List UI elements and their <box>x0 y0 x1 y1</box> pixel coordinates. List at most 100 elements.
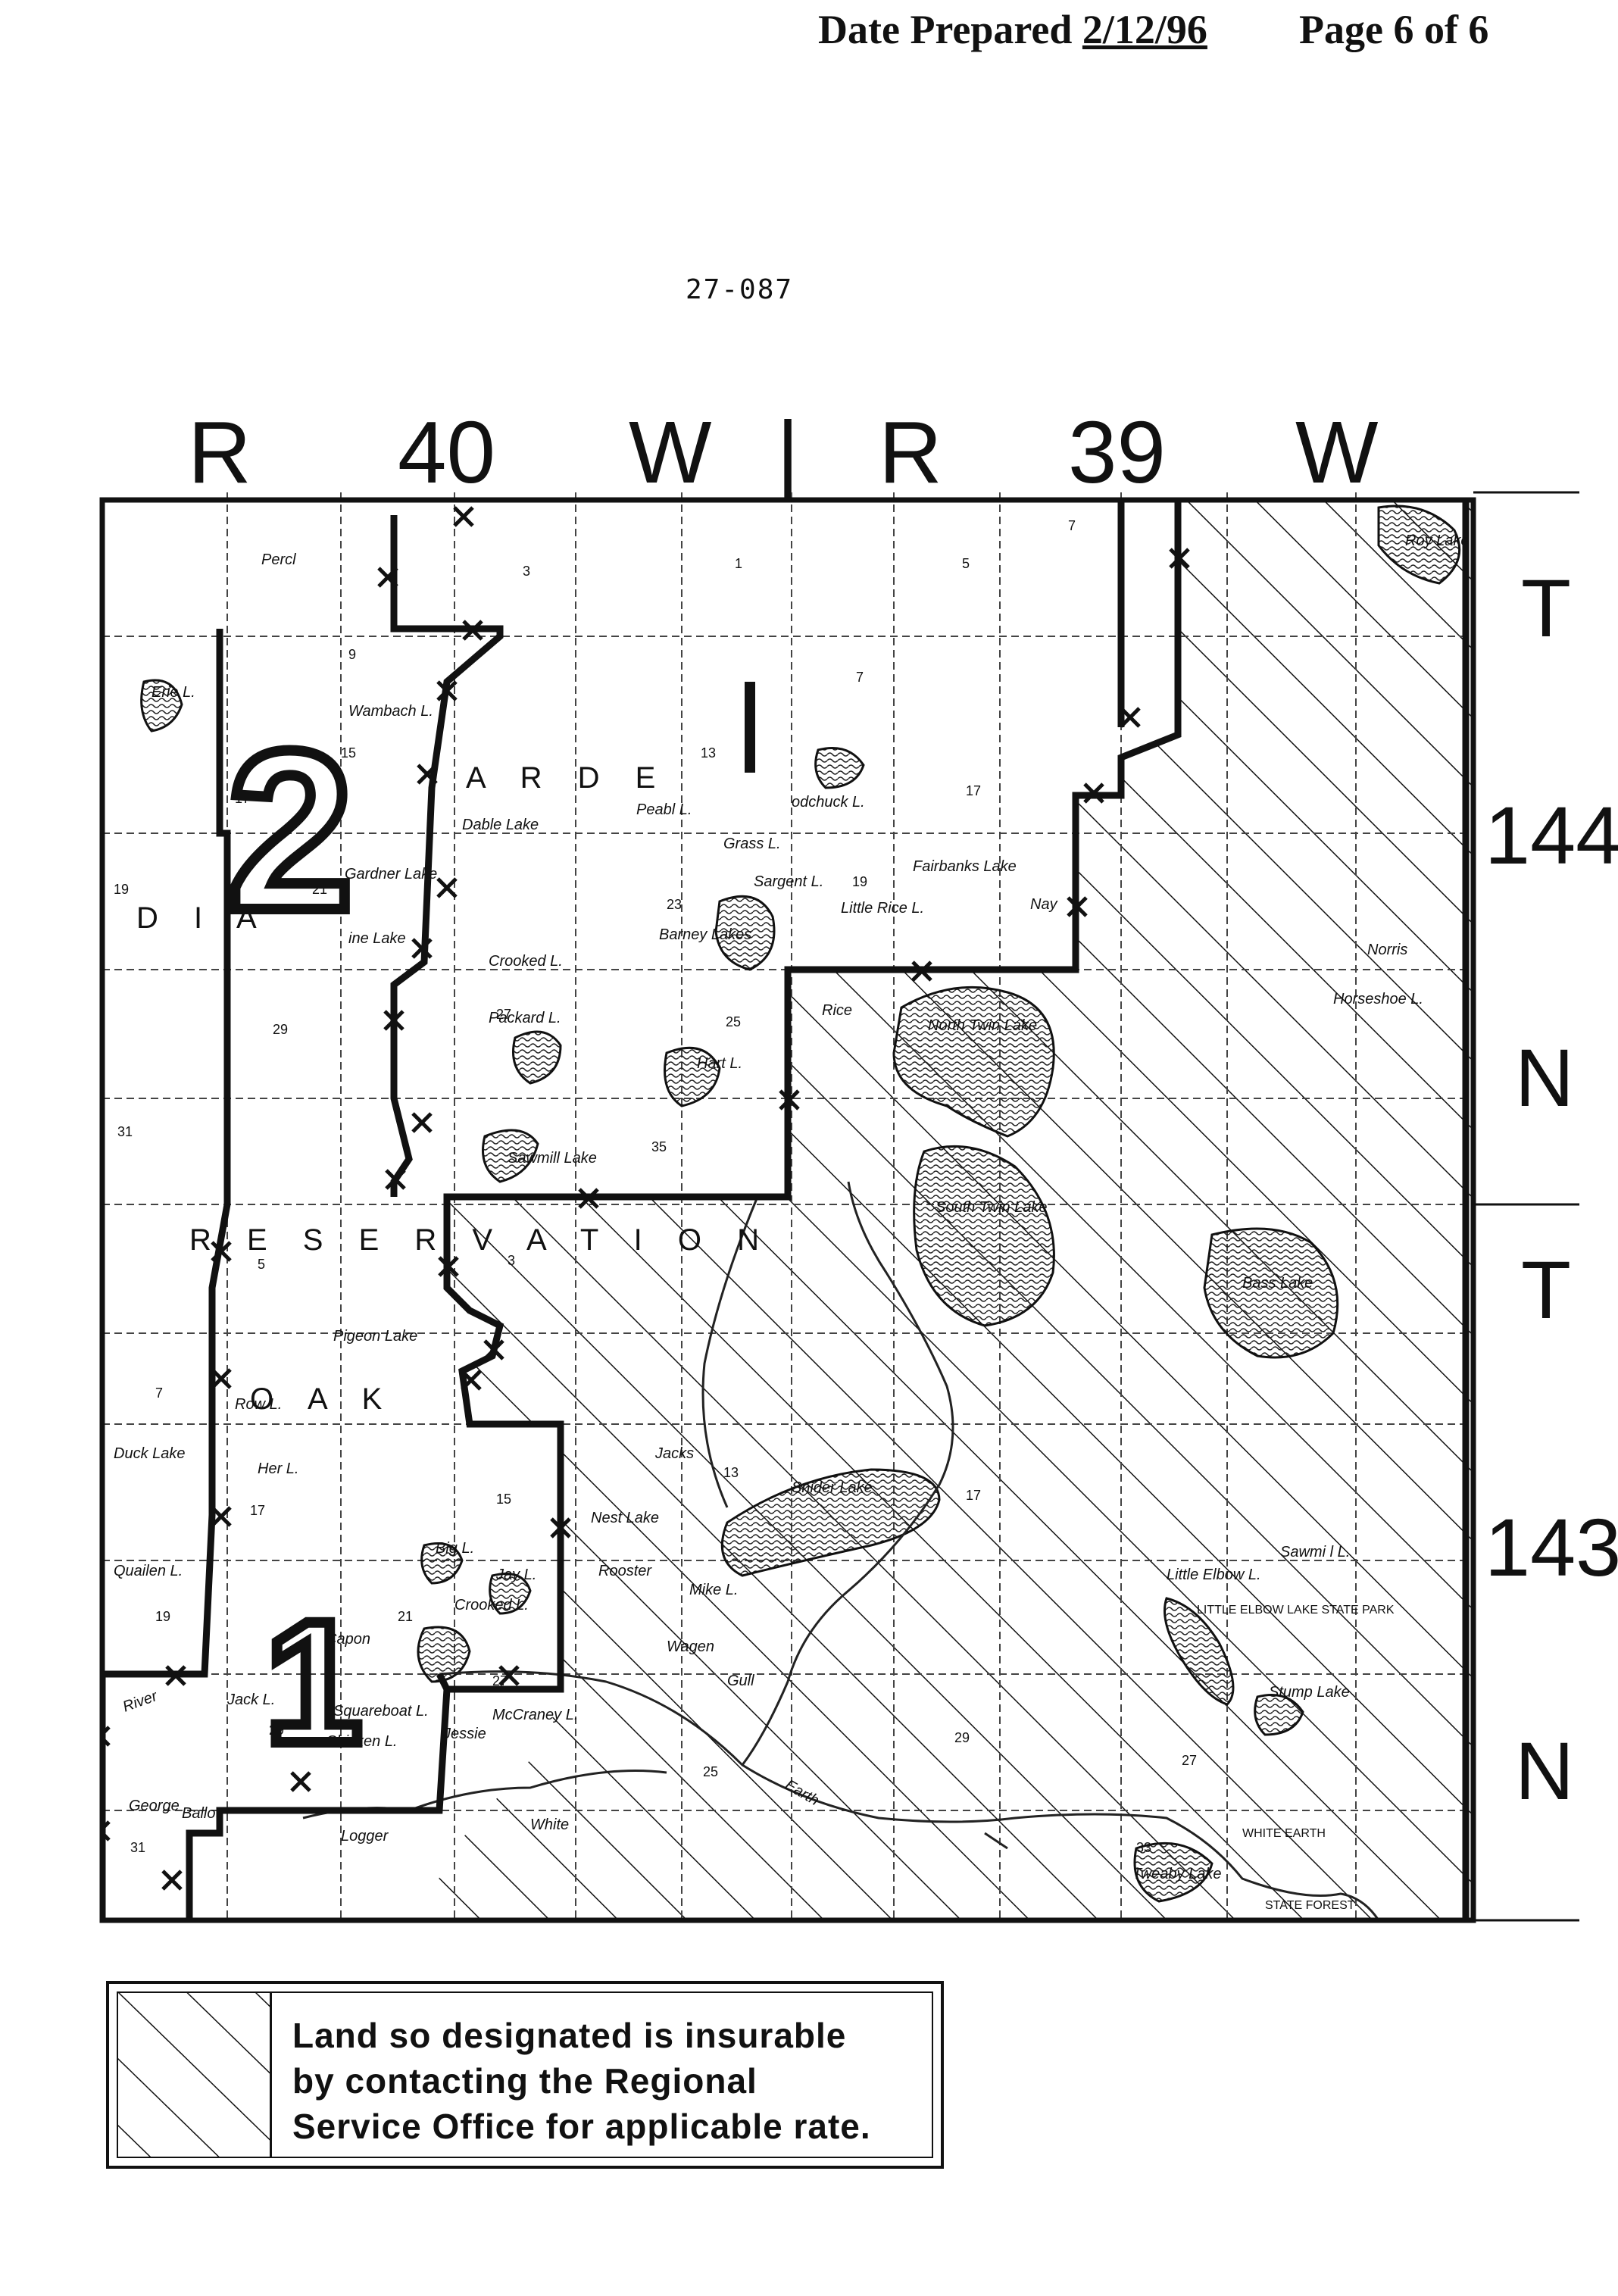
svg-text:35: 35 <box>651 1139 667 1154</box>
woodchuck-lake <box>814 747 865 789</box>
svg-text:29: 29 <box>269 1723 284 1738</box>
svg-text:31: 31 <box>130 1840 145 1855</box>
legend-line-3: Service Office for applicable rate. <box>292 2107 871 2146</box>
sawmill-lake <box>482 1129 539 1183</box>
label-roy: Roy Lake <box>1405 533 1470 549</box>
label-george: George <box>129 1798 180 1814</box>
label-dian: D I A <box>136 901 270 935</box>
svg-text:25: 25 <box>726 1014 741 1029</box>
svg-text:17: 17 <box>250 1503 265 1518</box>
svg-text:27: 27 <box>1182 1753 1197 1768</box>
lakes <box>140 504 1461 1903</box>
rice-road <box>701 1196 759 1508</box>
label-little-elbow-park: LITTLE ELBOW LAKE STATE PARK <box>1197 1604 1395 1617</box>
label-stump: Stump Lake <box>1269 1684 1350 1701</box>
svg-text:33: 33 <box>1136 1840 1151 1855</box>
svg-text:21: 21 <box>398 1609 413 1624</box>
township-144: 144 <box>1485 789 1618 881</box>
label-north-twin: North Twin Lake <box>928 1017 1037 1034</box>
label-jessie: Jessie <box>442 1726 486 1742</box>
svg-text:27: 27 <box>492 1673 508 1688</box>
legend-inner: Land so designated is insurable by conta… <box>117 1991 933 2158</box>
label-schantzen: Schantzen Lake <box>1485 1354 1572 1367</box>
township-n2: N <box>1515 1725 1574 1816</box>
label-river: River <box>120 1688 161 1716</box>
highway-road-south <box>439 1670 1380 1920</box>
label-little-rice: Little Rice L. <box>841 900 924 917</box>
svg-text:5: 5 <box>962 556 970 571</box>
label-reservation: R E S E R V A T I O N <box>189 1223 773 1257</box>
label-woodchuck: odchuck L. <box>792 794 865 811</box>
label-little-elbow: Little Elbow L. <box>1167 1567 1261 1583</box>
legend-line-2: by contacting the Regional <box>292 2061 757 2101</box>
label-nay: Nay <box>1030 896 1058 913</box>
svg-text:13: 13 <box>701 745 716 761</box>
range-right-num: 39 <box>1068 403 1167 501</box>
barney-lakes <box>714 895 776 971</box>
label-gull: Gull <box>727 1673 754 1689</box>
label-oak: O A K <box>250 1382 395 1416</box>
label-pigeon: Pigeon Lake <box>333 1328 417 1345</box>
label-nest: Nest Lake <box>591 1510 659 1526</box>
svg-text:19: 19 <box>114 882 129 897</box>
svg-text:13: 13 <box>723 1465 739 1480</box>
jay-lake <box>489 1573 532 1615</box>
svg-text:17: 17 <box>966 1488 981 1503</box>
stump-lake <box>1254 1694 1304 1736</box>
date-prepared-value: 2/12/96 <box>1082 7 1207 52</box>
date-prepared-label: Date Prepared <box>818 7 1073 52</box>
label-logger: Logger <box>341 1828 389 1845</box>
township-t2: T <box>1521 1244 1571 1335</box>
svg-text:29: 29 <box>954 1730 970 1745</box>
little-elbow-lake <box>1164 1597 1235 1706</box>
label-state-forest: STATE FOREST <box>1265 1899 1355 1912</box>
page-number: Page 6 of 6 <box>1299 7 1489 52</box>
label-jacks: Jacks <box>654 1445 694 1462</box>
label-percl: Percl <box>261 551 296 568</box>
label-jct: To Jct TH 92 To Bagley <box>1472 514 1591 579</box>
township-t1: T <box>1521 562 1571 654</box>
bass-lake <box>1203 1227 1339 1359</box>
svg-text:31: 31 <box>117 1124 133 1139</box>
legend-line-1: Land so designated is insurable <box>292 2016 847 2055</box>
label-big: Big L. <box>436 1540 474 1557</box>
label-capon: Capon <box>326 1631 370 1648</box>
label-crooked: Crooked L. <box>489 953 563 970</box>
svg-text:7: 7 <box>1068 518 1076 533</box>
erie-lake <box>140 679 183 733</box>
label-mike: Mike L. <box>689 1582 738 1598</box>
township-n1: N <box>1515 1032 1574 1123</box>
label-south-twin: South Twin Lake <box>936 1199 1048 1216</box>
range-left-r: R <box>188 403 251 501</box>
label-wagen: Wagen <box>667 1638 714 1655</box>
svg-text:29: 29 <box>273 1022 288 1037</box>
label-rice: Rice <box>822 1002 852 1019</box>
svg-text:17: 17 <box>966 783 981 798</box>
svg-text:3: 3 <box>508 1253 515 1268</box>
label-peabody: Peabl L. <box>636 801 692 818</box>
label-tweaby: Tweaby Lake <box>1132 1866 1221 1882</box>
svg-text:19: 19 <box>155 1609 170 1624</box>
hatch-swatch <box>118 1993 272 2157</box>
section-numbers: 1 5 7 3 9 7 17 17 15 13 19 21 23 19 29 2… <box>114 518 1197 1855</box>
big-lake <box>420 1542 464 1585</box>
legend-text: Land so designated is insurable by conta… <box>292 2013 871 2149</box>
svg-text:9: 9 <box>348 647 356 662</box>
label-hart: Hart L. <box>697 1055 742 1072</box>
roy-lake <box>1377 504 1461 585</box>
hatch-swatch-icon <box>118 1993 270 2157</box>
township-143: 143 <box>1485 1501 1618 1593</box>
range-right-r: R <box>879 403 942 501</box>
label-ballot: Ballot <box>182 1805 220 1822</box>
district-number-2: 2 <box>227 703 354 957</box>
label-erie: Erie L. <box>151 684 195 701</box>
svg-text:21: 21 <box>312 882 327 897</box>
svg-text:25: 25 <box>703 1764 718 1779</box>
hart-lake <box>664 1046 721 1107</box>
svg-text:5: 5 <box>258 1257 265 1272</box>
range-left-w: W <box>629 403 712 501</box>
legend: Land so designated is insurable by conta… <box>106 1981 944 2169</box>
tweaby-lake <box>1133 1841 1214 1903</box>
svg-text:17: 17 <box>235 791 250 806</box>
label-wambach: Wambach L. <box>348 703 433 720</box>
